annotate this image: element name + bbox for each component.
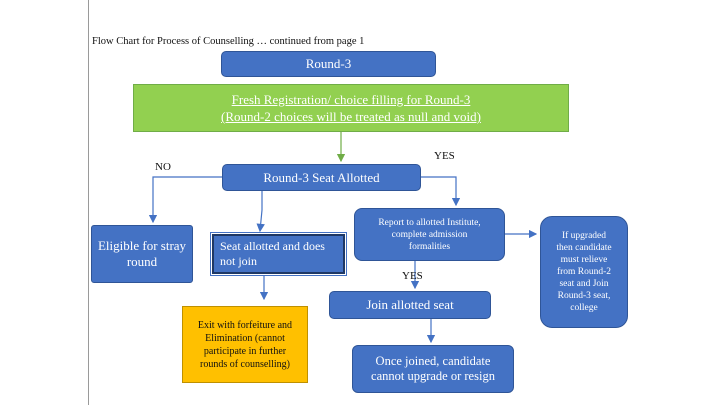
arrow-no-to-stray xyxy=(148,176,222,224)
once-joined-line-2: cannot upgrade or resign xyxy=(371,369,495,383)
fresh-registration-line-2: (Round-2 choices will be treated as null… xyxy=(221,109,481,124)
stray-round-box: Eligible for stray round xyxy=(91,225,193,283)
upgrade-line-1: If upgraded xyxy=(561,231,607,241)
flowchart-caption: Flow Chart for Process of Counselling … … xyxy=(92,36,365,47)
stray-line-2: round xyxy=(126,254,158,269)
exit-line-3: participate in further xyxy=(203,345,287,357)
upgrade-line-5: seat and Join xyxy=(559,279,609,289)
fresh-registration-line-1: Fresh Registration/ choice filling for R… xyxy=(231,92,471,107)
arrow-yes-to-report xyxy=(421,176,461,207)
upgrade-line-7: college xyxy=(570,303,598,313)
seat-allotted-box: Round-3 Seat Allotted xyxy=(222,164,421,191)
upgrade-note-box: If upgraded then candidate must relieve … xyxy=(540,216,628,328)
edge-label-yes-join: YES xyxy=(402,270,423,282)
report-line-2: complete admission xyxy=(391,229,468,240)
report-institute-box: Report to allotted Institute, complete a… xyxy=(354,208,505,261)
join-seat-box: Join allotted seat xyxy=(329,291,491,319)
upgrade-line-2: then candidate xyxy=(556,243,612,253)
seat-not-joined-line-2: not join xyxy=(220,254,258,268)
exit-line-4: rounds of counselling) xyxy=(200,358,290,370)
report-line-3: formalities xyxy=(408,241,451,252)
upgrade-line-3: must relieve xyxy=(560,255,608,265)
arrow-allotted-to-nojoin xyxy=(256,191,265,233)
seat-not-joined-line-1: Seat allotted and does xyxy=(220,239,325,253)
page-edge-line xyxy=(88,0,89,405)
seat-allotted-label: Round-3 Seat Allotted xyxy=(263,169,380,185)
round3-label: Round-3 xyxy=(305,56,352,71)
upgrade-line-6: Round-3 seat, xyxy=(557,291,611,301)
report-line-1: Report to allotted Institute, xyxy=(378,217,481,228)
exit-forfeiture-box: Exit with forfeiture and Elimination (ca… xyxy=(182,306,308,383)
join-seat-label: Join allotted seat xyxy=(366,297,454,312)
once-joined-line-1: Once joined, candidate xyxy=(375,354,491,368)
round3-box: Round-3 xyxy=(221,51,436,77)
upgrade-line-4: from Round-2 xyxy=(556,267,612,277)
edge-label-no: NO xyxy=(155,161,171,173)
seat-not-joined-box: Seat allotted and does not join xyxy=(210,232,347,276)
once-joined-box: Once joined, candidate cannot upgrade or… xyxy=(352,345,514,393)
exit-line-1: Exit with forfeiture and xyxy=(197,319,293,331)
fresh-registration-box: Fresh Registration/ choice filling for R… xyxy=(133,84,569,132)
edge-label-yes-allotted: YES xyxy=(434,150,455,162)
stray-line-1: Eligible for stray xyxy=(97,238,187,253)
exit-line-2: Elimination (cannot xyxy=(205,332,285,344)
